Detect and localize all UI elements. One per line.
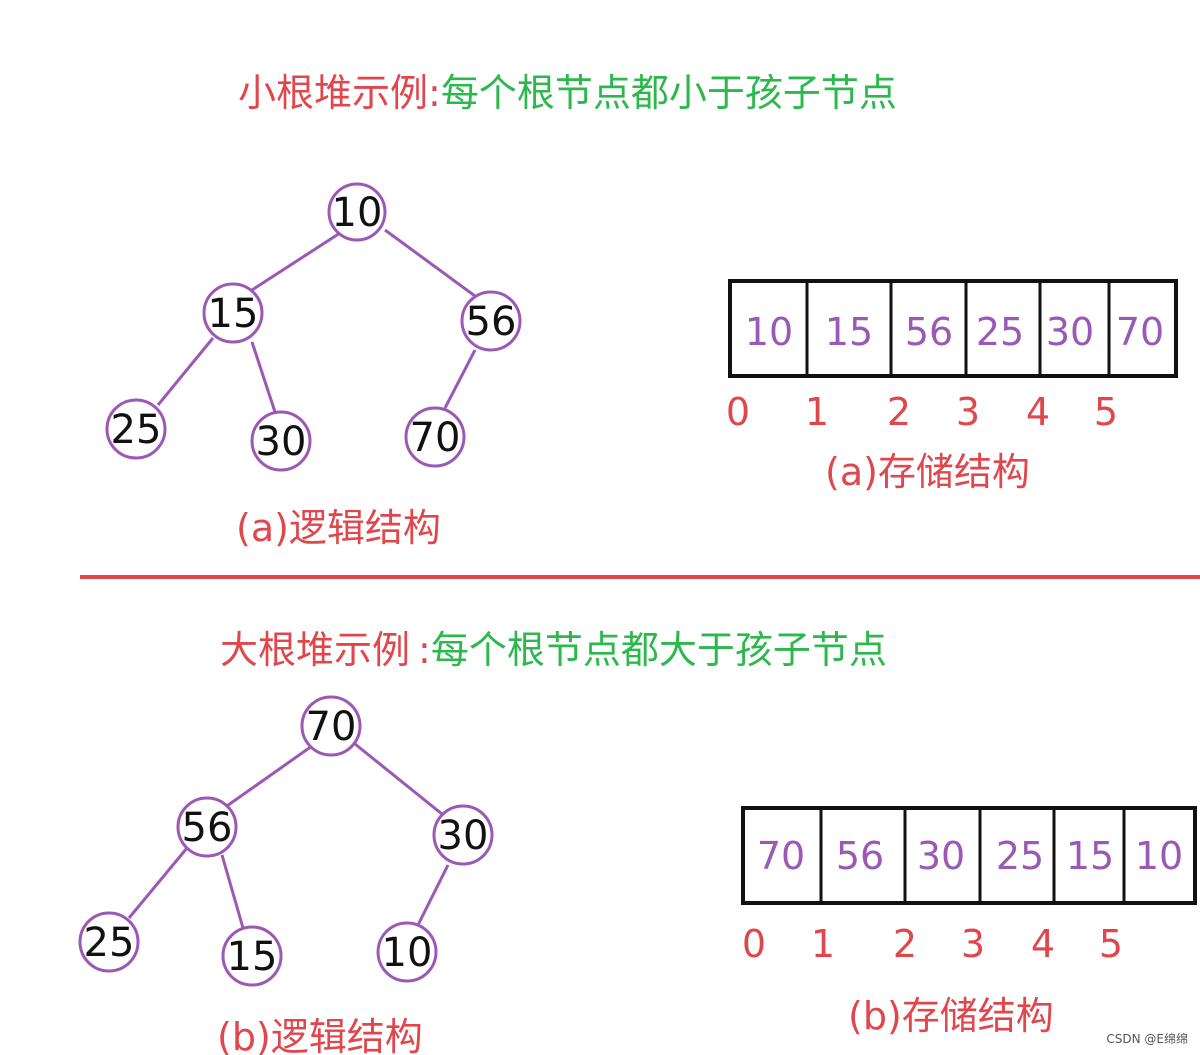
array-index-2: 2	[887, 390, 911, 434]
array-cell-3: 25	[996, 834, 1044, 878]
max-heap-edge-2-5	[416, 864, 450, 926]
node-circle	[250, 410, 312, 472]
min-heap-node-1: 15	[202, 282, 264, 344]
array-index-0: 0	[742, 922, 766, 966]
max-heap-title: 大根堆示例:每个根节点都大于孩子节点	[220, 628, 887, 672]
node-value: 25	[84, 920, 135, 966]
array-index-3: 3	[956, 390, 980, 434]
array-index-1: 1	[811, 922, 835, 966]
max-heap-array: 70 56 30 25 15 10	[741, 806, 1197, 905]
min-heap-title: 小根堆示例:每个根节点都小于孩子节点	[238, 71, 897, 115]
array-index-5: 5	[1099, 922, 1123, 966]
array-cell-1: 56	[836, 834, 884, 878]
node-value: 56	[466, 299, 517, 345]
array-index-2: 2	[893, 922, 917, 966]
array-cell-5: 70	[1116, 310, 1164, 354]
array-cell-3: 25	[976, 310, 1024, 354]
node-circle	[176, 796, 238, 858]
min-heap-indices: 0 1 2 3 4 5	[726, 390, 1118, 434]
node-value: 10	[332, 190, 383, 236]
min-heap-title-prefix: 小根堆示例	[238, 71, 428, 115]
array-cell-2: 30	[917, 834, 965, 878]
max-heap-edge-0-1	[223, 744, 313, 810]
node-value: 15	[208, 291, 259, 337]
array-cell-2: 56	[905, 310, 953, 354]
node-circle	[202, 282, 264, 344]
node-circle	[78, 911, 140, 973]
node-value: 30	[256, 419, 307, 465]
min-heap-edge-1-4	[250, 341, 277, 413]
max-heap-node-2: 30	[432, 804, 494, 866]
watermark: CSDN @E绵绵	[1106, 1032, 1188, 1046]
node-circle	[460, 290, 522, 352]
min-heap-edge-0-1	[251, 231, 341, 292]
node-value: 56	[182, 805, 233, 851]
node-circle	[300, 695, 362, 757]
min-heap-node-4: 30	[250, 410, 312, 472]
min-heap-node-3: 25	[105, 398, 167, 460]
min-heap-node-2: 56	[460, 290, 522, 352]
min-heap-title-colon: :	[428, 71, 441, 115]
min-heap-node-5: 70	[404, 406, 466, 468]
max-heap-node-0: 70	[300, 695, 362, 757]
array-index-0: 0	[726, 390, 750, 434]
max-heap-edge-0-2	[354, 742, 443, 816]
node-value: 70	[410, 415, 461, 461]
node-circle	[221, 925, 283, 987]
array-outline	[741, 806, 1197, 905]
max-heap-edge-1-4	[220, 854, 245, 929]
max-heap-node-3: 25	[78, 911, 140, 973]
max-heap-title-prefix: 大根堆示例	[220, 628, 410, 672]
node-value: 30	[438, 813, 489, 859]
array-cell-1: 15	[825, 310, 873, 354]
node-value: 15	[227, 934, 278, 980]
node-circle	[432, 804, 494, 866]
max-heap-indices: 0 1 2 3 4 5	[742, 922, 1123, 966]
min-heap-node-0: 10	[327, 182, 387, 242]
min-heap-storage-caption: (a)存储结构	[825, 450, 1030, 494]
max-heap-edges	[127, 742, 450, 929]
node-value: 70	[306, 704, 357, 750]
array-cell-4: 15	[1066, 834, 1114, 878]
array-cell-0: 10	[745, 310, 793, 354]
array-index-5: 5	[1094, 390, 1118, 434]
max-heap-node-1: 56	[176, 796, 238, 858]
array-cell-5: 10	[1135, 834, 1183, 878]
array-index-4: 4	[1031, 922, 1055, 966]
node-circle	[327, 182, 387, 242]
max-heap-node-5: 10	[376, 921, 438, 983]
max-heap-title-rule: 每个根节点都大于孩子节点	[431, 628, 887, 672]
min-heap-edge-0-2	[384, 228, 476, 298]
node-value: 25	[111, 407, 162, 453]
array-cell-4: 30	[1046, 310, 1094, 354]
max-heap-node-4: 15	[221, 925, 283, 987]
max-heap-storage-caption: (b)存储结构	[848, 994, 1054, 1038]
array-index-3: 3	[961, 922, 985, 966]
min-heap-logical-caption: (a)逻辑结构	[236, 506, 441, 550]
min-heap-edges	[156, 228, 477, 413]
array-outline	[728, 279, 1178, 378]
max-heap-logical-caption: (b)逻辑结构	[217, 1015, 423, 1055]
node-value: 10	[382, 930, 433, 976]
min-heap-title-rule: 每个根节点都小于孩子节点	[441, 71, 897, 115]
node-circle	[376, 921, 438, 983]
array-cell-0: 70	[757, 834, 805, 878]
max-heap-edge-1-3	[127, 847, 189, 919]
min-heap-edge-1-3	[156, 337, 215, 406]
array-index-1: 1	[805, 390, 829, 434]
max-heap-title-colon: :	[418, 628, 431, 672]
node-circle	[404, 406, 466, 468]
node-circle	[105, 398, 167, 460]
min-heap-edge-2-5	[443, 349, 477, 409]
array-index-4: 4	[1026, 390, 1050, 434]
min-heap-array: 10 15 56 25 30 70	[728, 279, 1178, 378]
